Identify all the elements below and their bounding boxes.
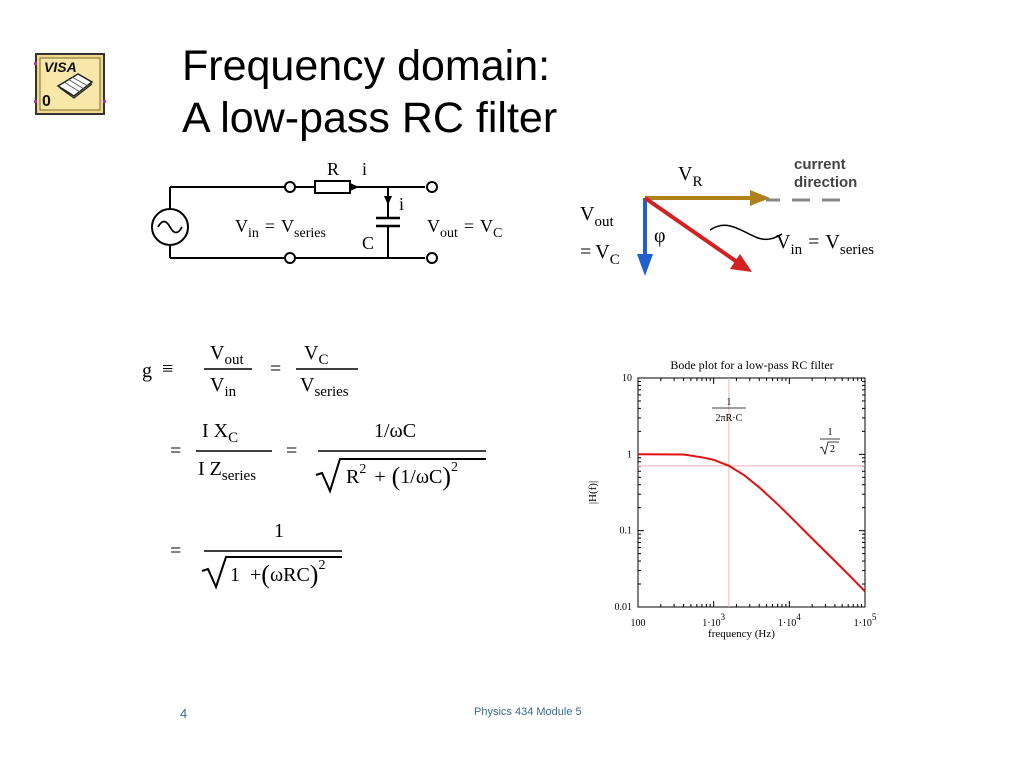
vin-phasor-label: Vin=Vseries bbox=[776, 231, 874, 258]
y-tick-label: 0.01 bbox=[615, 602, 633, 613]
x-tick-label: 1·104 bbox=[778, 612, 801, 629]
reference-annotation-num: 1 bbox=[828, 427, 833, 438]
current-label-top: i bbox=[362, 159, 367, 179]
sqrt-symbol-row3 bbox=[201, 556, 342, 590]
phi-label: φ bbox=[654, 225, 666, 247]
vc-label: =VC bbox=[580, 241, 620, 268]
footer-course-name: Physics 434 Module 5 bbox=[474, 706, 582, 718]
title-line-2: A low-pass RC filter bbox=[182, 94, 558, 142]
vin-phasor-arrow bbox=[643, 196, 742, 266]
eq-row1-den1: Vin bbox=[210, 374, 237, 400]
plot-frame bbox=[637, 377, 866, 608]
eq-row2-num1: I XC bbox=[202, 420, 238, 446]
sqrt-symbol-annotation bbox=[819, 441, 839, 456]
sqrt-symbol-row2 bbox=[315, 458, 486, 494]
y-tick-label: 10 bbox=[622, 373, 632, 384]
vin-equation: Vin=Vseries bbox=[235, 216, 326, 241]
eq-row3-equals: = bbox=[170, 540, 181, 562]
phasor-diagram: VR current direction Vout =VC φ Vin=Vser… bbox=[580, 156, 874, 276]
eq-row2-num2: 1/ωC bbox=[374, 420, 416, 442]
current-direction-label-2: direction bbox=[794, 174, 857, 191]
reference-annotation-den: 2 bbox=[830, 444, 835, 455]
transfer-function-equations: g ≡ Vout Vin = VC Vseries = I XC I Zseri… bbox=[142, 342, 486, 590]
x-tick-label: 1·105 bbox=[854, 612, 877, 629]
resistor-label: R bbox=[327, 159, 339, 179]
y-tick-label: 0.1 bbox=[620, 526, 633, 537]
eq-row2-equals-1: = bbox=[170, 440, 181, 462]
eq-row1-num1: Vout bbox=[210, 342, 244, 368]
slide-title: Frequency domain: A low-pass RC filter bbox=[182, 40, 557, 144]
eq-row1-num2: VC bbox=[304, 342, 328, 368]
rc-circuit-diagram: R i i C Vin=Vseries Vout=VC bbox=[151, 159, 502, 264]
capacitor-label: C bbox=[362, 233, 374, 253]
eq-row3-den: 1+(ωRC)2 bbox=[230, 558, 325, 589]
slide-number: 4 bbox=[180, 706, 188, 721]
magnitude-curve bbox=[637, 453, 866, 593]
y-axis-label: |H(f)| bbox=[587, 481, 599, 504]
eq-row2-equals-2: = bbox=[286, 440, 297, 462]
eq-g-symbol: g bbox=[142, 360, 152, 382]
logo-text: VISA bbox=[44, 59, 77, 75]
eq-equiv-symbol: ≡ bbox=[162, 358, 173, 380]
eq-row2-den1: I Zseries bbox=[198, 458, 256, 484]
x-tick-label: 1·103 bbox=[702, 612, 725, 629]
vr-label: VR bbox=[678, 163, 702, 190]
chart-title: Bode plot for a low-pass RC filter bbox=[670, 358, 833, 372]
x-axis-label: frequency (Hz) bbox=[708, 628, 775, 640]
vout-label: Vout bbox=[580, 203, 614, 230]
title-line-1: Frequency domain: bbox=[182, 42, 551, 90]
eq-row1-den2: Vseries bbox=[300, 374, 349, 400]
current-label-cap: i bbox=[399, 194, 404, 214]
logo-digit: 0 bbox=[42, 93, 51, 110]
resistor-symbol bbox=[314, 180, 351, 194]
eq-row3-num: 1 bbox=[274, 520, 284, 542]
eq-row2-den2: R2+(1/ωC)2 bbox=[346, 460, 458, 491]
vout-equation: Vout=VC bbox=[427, 216, 502, 241]
x-tick-label: 100 bbox=[631, 618, 646, 629]
y-tick-label: 1 bbox=[627, 449, 632, 460]
cutoff-annotation-den: 2πR·C bbox=[716, 413, 743, 424]
eq-row1-equals: = bbox=[270, 358, 281, 380]
current-direction-label-1: current bbox=[794, 156, 846, 173]
cutoff-annotation-num: 1 bbox=[726, 397, 731, 408]
visa-logo-icon: VISA 0 bbox=[34, 52, 106, 116]
bode-plot-chart: Bode plot for a low-pass RC filter 100 1·… bbox=[587, 358, 877, 640]
